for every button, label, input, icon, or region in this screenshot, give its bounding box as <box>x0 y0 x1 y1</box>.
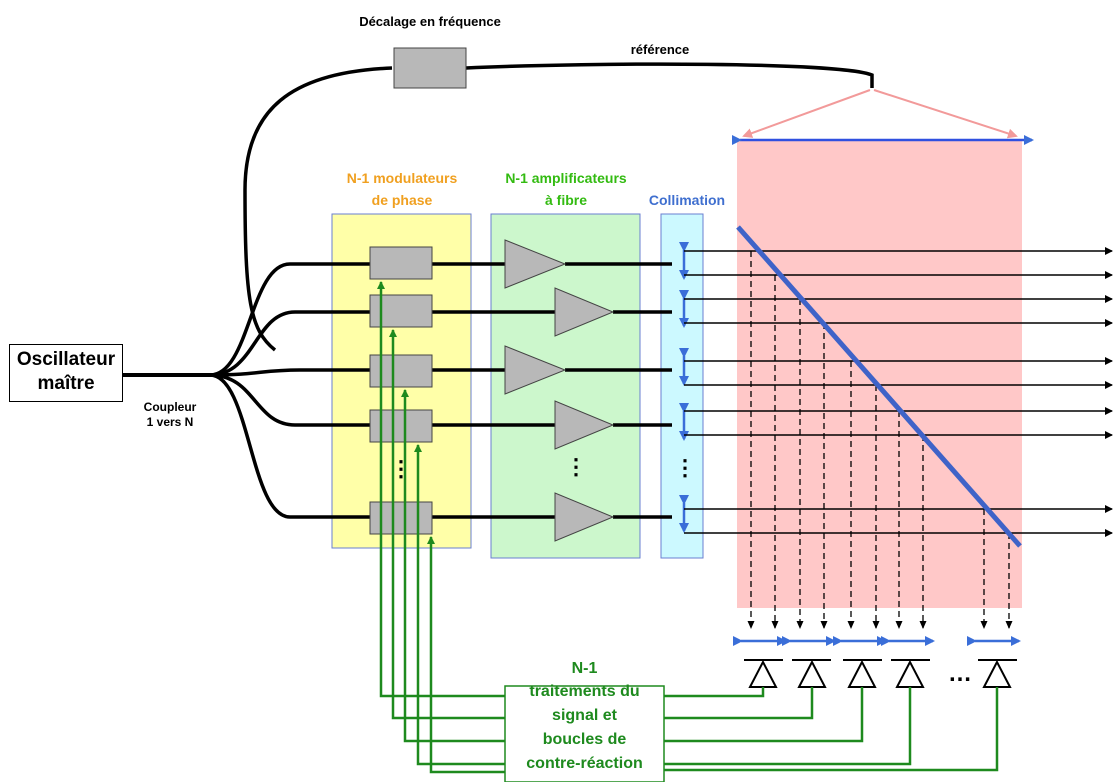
fiber-amplifiers <box>504 239 615 542</box>
processing-line2: traitements du <box>529 683 640 700</box>
output-beams <box>684 247 1113 537</box>
phase-modulator-box <box>369 409 433 443</box>
photodetector <box>792 659 831 688</box>
collimation-title: Collimation <box>648 192 726 208</box>
modulators-ellipsis: ⋮ <box>390 456 412 481</box>
reference-label: référence <box>630 42 690 57</box>
signal-processing-box <box>504 685 665 782</box>
oscillator-label-line2: maître <box>37 373 95 394</box>
photodetector <box>891 659 930 688</box>
coupler-label-line2: 1 vers N <box>146 415 194 429</box>
reference-fiber-right <box>465 62 874 88</box>
amplifier-triangle <box>504 345 567 395</box>
detectors-ellipsis: … <box>948 660 972 687</box>
amplifiers-title-line1: N-1 amplificateurs <box>505 170 627 186</box>
phase-modulator-box <box>369 354 433 388</box>
amplifier-triangle <box>554 492 615 542</box>
combiner-region <box>737 140 1022 608</box>
amplifier-triangle <box>554 400 615 450</box>
photodetector <box>843 659 882 688</box>
sampled-beams <box>747 251 1013 629</box>
amplifier-triangle <box>504 239 567 289</box>
phase-modulator-box <box>369 294 433 328</box>
processing-line5: contre-réaction <box>526 755 643 772</box>
channel-fibers <box>432 262 672 519</box>
photodetector <box>744 659 783 688</box>
modulators-title-line1: N-1 modulateurs <box>346 170 458 186</box>
reference-split-right <box>873 89 1018 139</box>
amplifier-triangle <box>554 287 615 337</box>
phase-modulator-box <box>369 501 433 535</box>
feedback-inputs <box>664 687 999 772</box>
frequency-shifter-box <box>393 47 467 89</box>
processing-line1: N-1 <box>571 660 598 677</box>
collimation-ellipsis: ⋮ <box>674 455 696 480</box>
beam-splitter-mirror <box>736 225 1022 548</box>
frequency-shift-label: Décalage en fréquence <box>359 14 501 29</box>
phase-modulator-box <box>369 246 433 280</box>
feedback-outputs <box>377 281 505 774</box>
oscillator-label-line1: Oscillateur <box>16 349 116 370</box>
reference-fiber-left <box>243 66 393 352</box>
master-oscillator-box: Oscillateur maître <box>9 344 123 402</box>
modulators-title-line2: de phase <box>371 192 433 208</box>
amplifiers-title-line2: à fibre <box>544 192 587 208</box>
amplifiers-ellipsis: ⋮ <box>565 454 587 479</box>
photodetector <box>978 659 1017 688</box>
reference-split-left <box>742 89 871 138</box>
coupler-fibers <box>209 262 370 519</box>
processing-line3: signal et <box>552 707 617 724</box>
processing-line4: boucles de <box>542 731 627 748</box>
coupler-label-line1: Coupleur <box>143 400 197 414</box>
